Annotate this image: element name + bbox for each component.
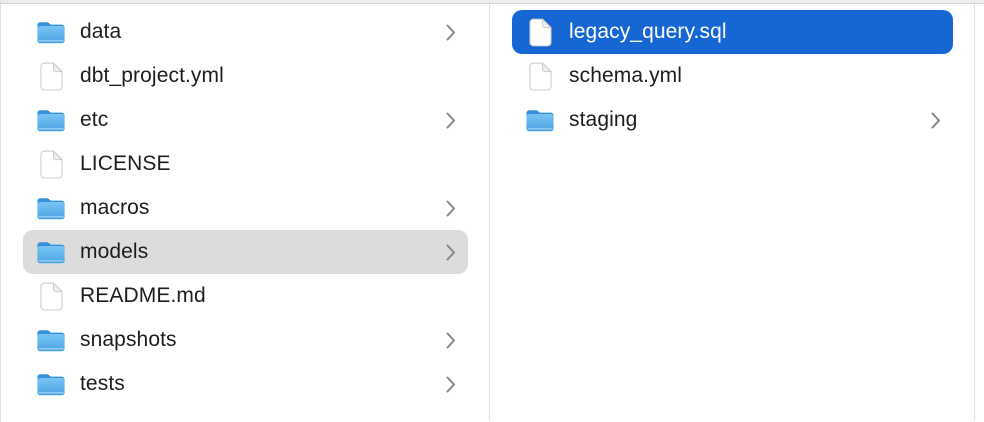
item-label: dbt_project.yml [80, 64, 224, 87]
item-label: macros [80, 196, 150, 219]
file-row-dbt-project-yml[interactable]: dbt_project.yml [23, 54, 468, 98]
item-label: staging [569, 108, 638, 131]
folder-row-etc[interactable]: etc [23, 98, 468, 142]
folder-row-macros[interactable]: macros [23, 186, 468, 230]
chevron-right-icon [446, 332, 457, 349]
toolbar-bottom-edge [1, 0, 984, 4]
item-label: snapshots [80, 328, 177, 351]
column-2: legacy_query.sql schema.yml staging [490, 4, 975, 421]
chevron-right-icon [446, 200, 457, 217]
chevron-right-icon [446, 244, 457, 261]
document-icon [35, 148, 67, 180]
folder-row-snapshots[interactable]: snapshots [23, 318, 468, 362]
item-label: etc [80, 108, 109, 131]
item-label: models [80, 240, 149, 263]
folder-icon [35, 324, 67, 356]
folder-icon [35, 16, 67, 48]
folder-row-staging[interactable]: staging [512, 98, 953, 142]
item-label: LICENSE [80, 152, 171, 175]
folder-icon [35, 236, 67, 268]
item-label: schema.yml [569, 64, 683, 87]
document-icon [524, 60, 556, 92]
file-row-readme-md[interactable]: README.md [23, 274, 468, 318]
item-label: README.md [80, 284, 206, 307]
columns-container: data dbt_project.yml etc LICENSE [1, 4, 984, 421]
document-icon [524, 16, 556, 48]
file-row-license[interactable]: LICENSE [23, 142, 468, 186]
folder-icon [524, 104, 556, 136]
document-icon [35, 60, 67, 92]
chevron-right-icon [931, 112, 942, 129]
folder-row-models[interactable]: models [23, 230, 468, 274]
item-label: data [80, 20, 122, 43]
folder-icon [35, 104, 67, 136]
item-label: tests [80, 372, 125, 395]
column-preview-empty [975, 4, 984, 421]
chevron-right-icon [446, 24, 457, 41]
folder-row-data[interactable]: data [23, 10, 468, 54]
item-label: legacy_query.sql [569, 20, 727, 43]
folder-row-tests[interactable]: tests [23, 362, 468, 406]
folder-icon [35, 192, 67, 224]
file-row-legacy-query-sql[interactable]: legacy_query.sql [512, 10, 953, 54]
chevron-right-icon [446, 112, 457, 129]
file-row-schema-yml[interactable]: schema.yml [512, 54, 953, 98]
column-1: data dbt_project.yml etc LICENSE [1, 4, 490, 421]
document-icon [35, 280, 67, 312]
folder-icon [35, 368, 67, 400]
chevron-right-icon [446, 376, 457, 393]
